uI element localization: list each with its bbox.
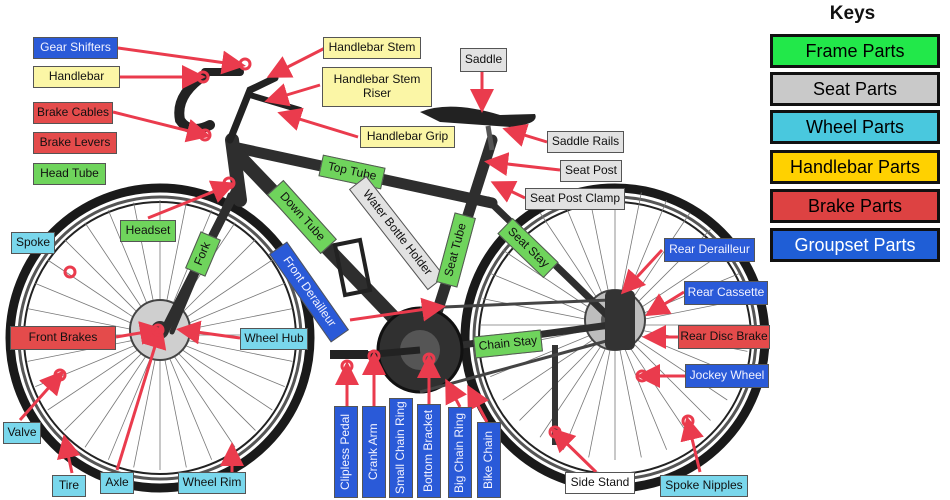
label-brake-cables: Brake Cables [33, 102, 113, 124]
label-spoke-nipples: Spoke Nipples [660, 475, 748, 497]
key-frame-parts: Frame Parts [770, 34, 940, 68]
label-handlebar-grip: Handlebar Grip [360, 126, 455, 148]
label-head-tube: Head Tube [33, 163, 106, 185]
key-label: Groupset Parts [794, 234, 916, 255]
key-wheel-parts: Wheel Parts [770, 110, 940, 144]
rear-derailleur-shape [605, 290, 635, 350]
label-bike-chain: Bike Chain [477, 422, 501, 498]
handlebar-shape [174, 68, 303, 144]
marker-rings [53, 57, 695, 439]
label-axle: Axle [100, 472, 134, 494]
label-tire: Tire [52, 475, 86, 497]
saddle-shape [420, 106, 536, 151]
key-label: Handlebar Parts [789, 156, 921, 177]
label-gear-shifters: Gear Shifters [33, 37, 118, 59]
label-handlebar: Handlebar [33, 66, 120, 88]
label-crank-arm: Crank Arm [362, 406, 386, 498]
label-wheel-rim: Wheel Rim [178, 472, 246, 494]
label-seat-post: Seat Post [560, 160, 622, 182]
key-handlebar-parts: Handlebar Parts [770, 150, 940, 184]
label-rear-disc-brake: Rear Disc Brake [678, 325, 770, 349]
label-rear-cassette: Rear Cassette [684, 281, 768, 305]
label-saddle: Saddle [460, 48, 507, 72]
key-label: Wheel Parts [805, 116, 905, 137]
key-label: Brake Parts [807, 195, 903, 216]
label-side-stand: Side Stand [565, 472, 635, 494]
label-valve: Valve [3, 422, 41, 444]
label-big-chain-ring: Big Chain Ring [448, 407, 472, 498]
label-front-brakes: Front Brakes [10, 326, 116, 350]
pointer-arrows [18, 46, 704, 474]
key-label: Frame Parts [805, 40, 905, 61]
bike-frame [160, 133, 614, 356]
label-handlebar-stem-riser: Handlebar Stem Riser [322, 67, 432, 107]
label-brake-levers: Brake Levers [33, 132, 117, 154]
label-small-chain-ring: Small Chain Ring [389, 398, 413, 498]
keys-title: Keys [829, 3, 876, 24]
bottle-holder-shape [332, 237, 373, 298]
key-brake-parts: Brake Parts [770, 189, 940, 223]
key-groupset-parts: Groupset Parts [770, 228, 940, 262]
label-bottom-bracket: Bottom Bracket [417, 404, 441, 498]
label-rear-derailleur: Rear Derailleur [664, 238, 755, 262]
label-jockey-wheel: Jockey Wheel [685, 364, 769, 388]
label-spoke: Spoke [11, 232, 55, 254]
key-label: Seat Parts [812, 78, 898, 99]
label-wheel-hub: Wheel Hub [240, 328, 308, 350]
label-headset: Headset [120, 220, 176, 242]
label-clipless-pedal: Clipless Pedal [334, 406, 358, 498]
key-seat-parts: Seat Parts [770, 72, 940, 106]
label-seat-post-clamp: Seat Post Clamp [525, 188, 625, 210]
label-handlebar-stem: Handlebar Stem [323, 37, 421, 59]
label-saddle-rails: Saddle Rails [547, 131, 624, 153]
